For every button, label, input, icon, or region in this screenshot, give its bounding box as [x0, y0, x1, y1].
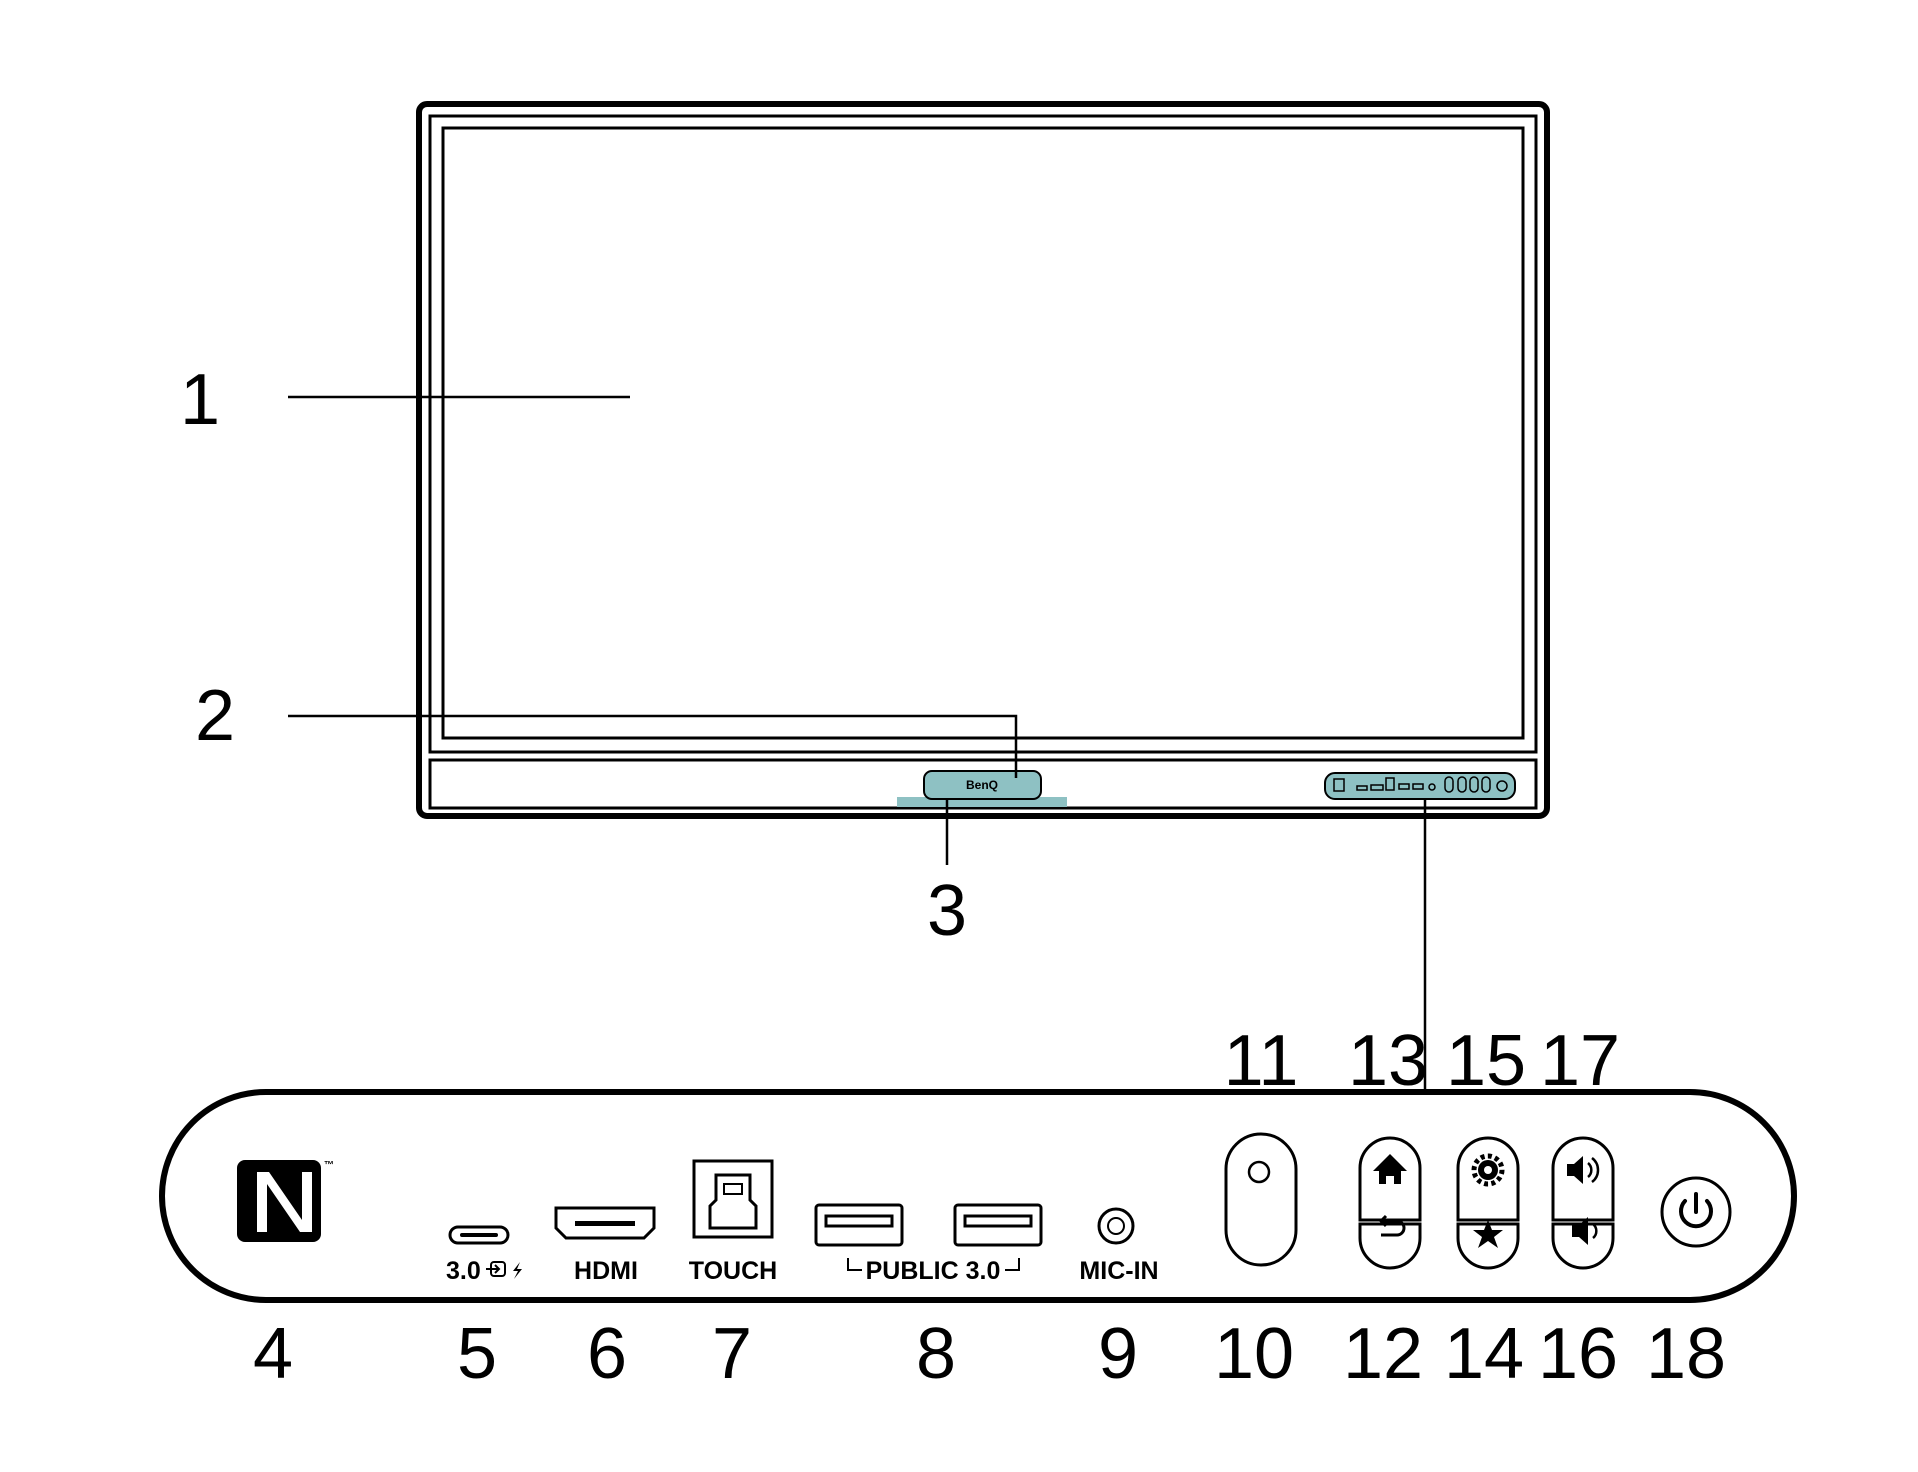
callout-11: 11	[1224, 1021, 1299, 1101]
callout-13: 13	[1348, 1021, 1428, 1101]
callout-1: 1	[180, 360, 220, 440]
volume-button	[1551, 1136, 1615, 1270]
io-panel-body	[159, 1089, 1797, 1303]
callout-2: 2	[195, 676, 235, 756]
callout-6: 6	[587, 1314, 627, 1394]
mic-in-port	[1097, 1207, 1135, 1245]
light-sensor-module	[1224, 1132, 1298, 1267]
bottom-bezel	[428, 758, 1538, 810]
speaker-module	[923, 770, 1042, 800]
display-inner-frame	[428, 114, 1538, 754]
callout-7: 7	[712, 1314, 752, 1394]
brand-logo: BenQ	[966, 778, 998, 792]
back-icon	[1378, 1214, 1406, 1237]
nfc-trademark: ™	[324, 1160, 334, 1171]
display-outer-frame	[416, 101, 1550, 819]
leader-lines	[288, 395, 1427, 1092]
home-back-button	[1358, 1136, 1422, 1270]
callout-8: 8	[916, 1314, 956, 1394]
usb-a-port-2	[953, 1203, 1043, 1247]
charging-icon	[513, 1262, 522, 1279]
input-icon	[486, 1261, 506, 1277]
volume-up-icon	[1567, 1156, 1600, 1184]
callout-9: 9	[1098, 1314, 1138, 1394]
callout-3: 3	[927, 871, 967, 951]
public-usb-label: PUBLIC 3.0	[866, 1257, 1001, 1285]
ir-receiver	[1247, 1160, 1271, 1184]
front-io-mini-icons	[1333, 776, 1508, 793]
callout-12: 12	[1343, 1314, 1423, 1394]
callout-18: 18	[1646, 1314, 1726, 1394]
usb-a-port-1	[814, 1203, 904, 1247]
hdmi-port	[554, 1206, 656, 1240]
usb-c-label: 3.0	[446, 1257, 481, 1285]
callout-14: 14	[1444, 1314, 1524, 1394]
speaker-strip	[897, 797, 1067, 807]
gear-icon	[1471, 1153, 1505, 1187]
mic-in-label: MIC-IN	[1079, 1257, 1158, 1285]
hdmi-label: HDMI	[574, 1257, 638, 1285]
nfc-icon: ™	[237, 1160, 334, 1242]
volume-down-icon	[1572, 1217, 1598, 1245]
callout-5: 5	[457, 1314, 497, 1394]
display-front: BenQ	[416, 101, 1550, 819]
callout-4: 4	[253, 1314, 293, 1394]
settings-favorite-button	[1456, 1136, 1520, 1270]
touch-port	[692, 1159, 774, 1239]
callout-15: 15	[1446, 1021, 1526, 1101]
touch-label: TOUCH	[689, 1257, 777, 1285]
public-bracket-right	[1005, 1258, 1020, 1271]
callout-17: 17	[1540, 1021, 1620, 1101]
screen-area	[441, 126, 1525, 740]
power-icon	[1679, 1192, 1713, 1229]
usb-c-port	[448, 1225, 510, 1245]
callout-16: 16	[1538, 1314, 1618, 1394]
front-io-panel: ™ 3.0 HDMI TOUCH PUBLIC 3.	[159, 1089, 1797, 1303]
power-button	[1660, 1176, 1732, 1248]
public-bracket-left	[847, 1258, 862, 1271]
front-io-panel-mini	[1324, 772, 1516, 800]
star-icon	[1473, 1220, 1503, 1248]
callout-10: 10	[1214, 1314, 1294, 1394]
home-icon	[1373, 1154, 1407, 1184]
